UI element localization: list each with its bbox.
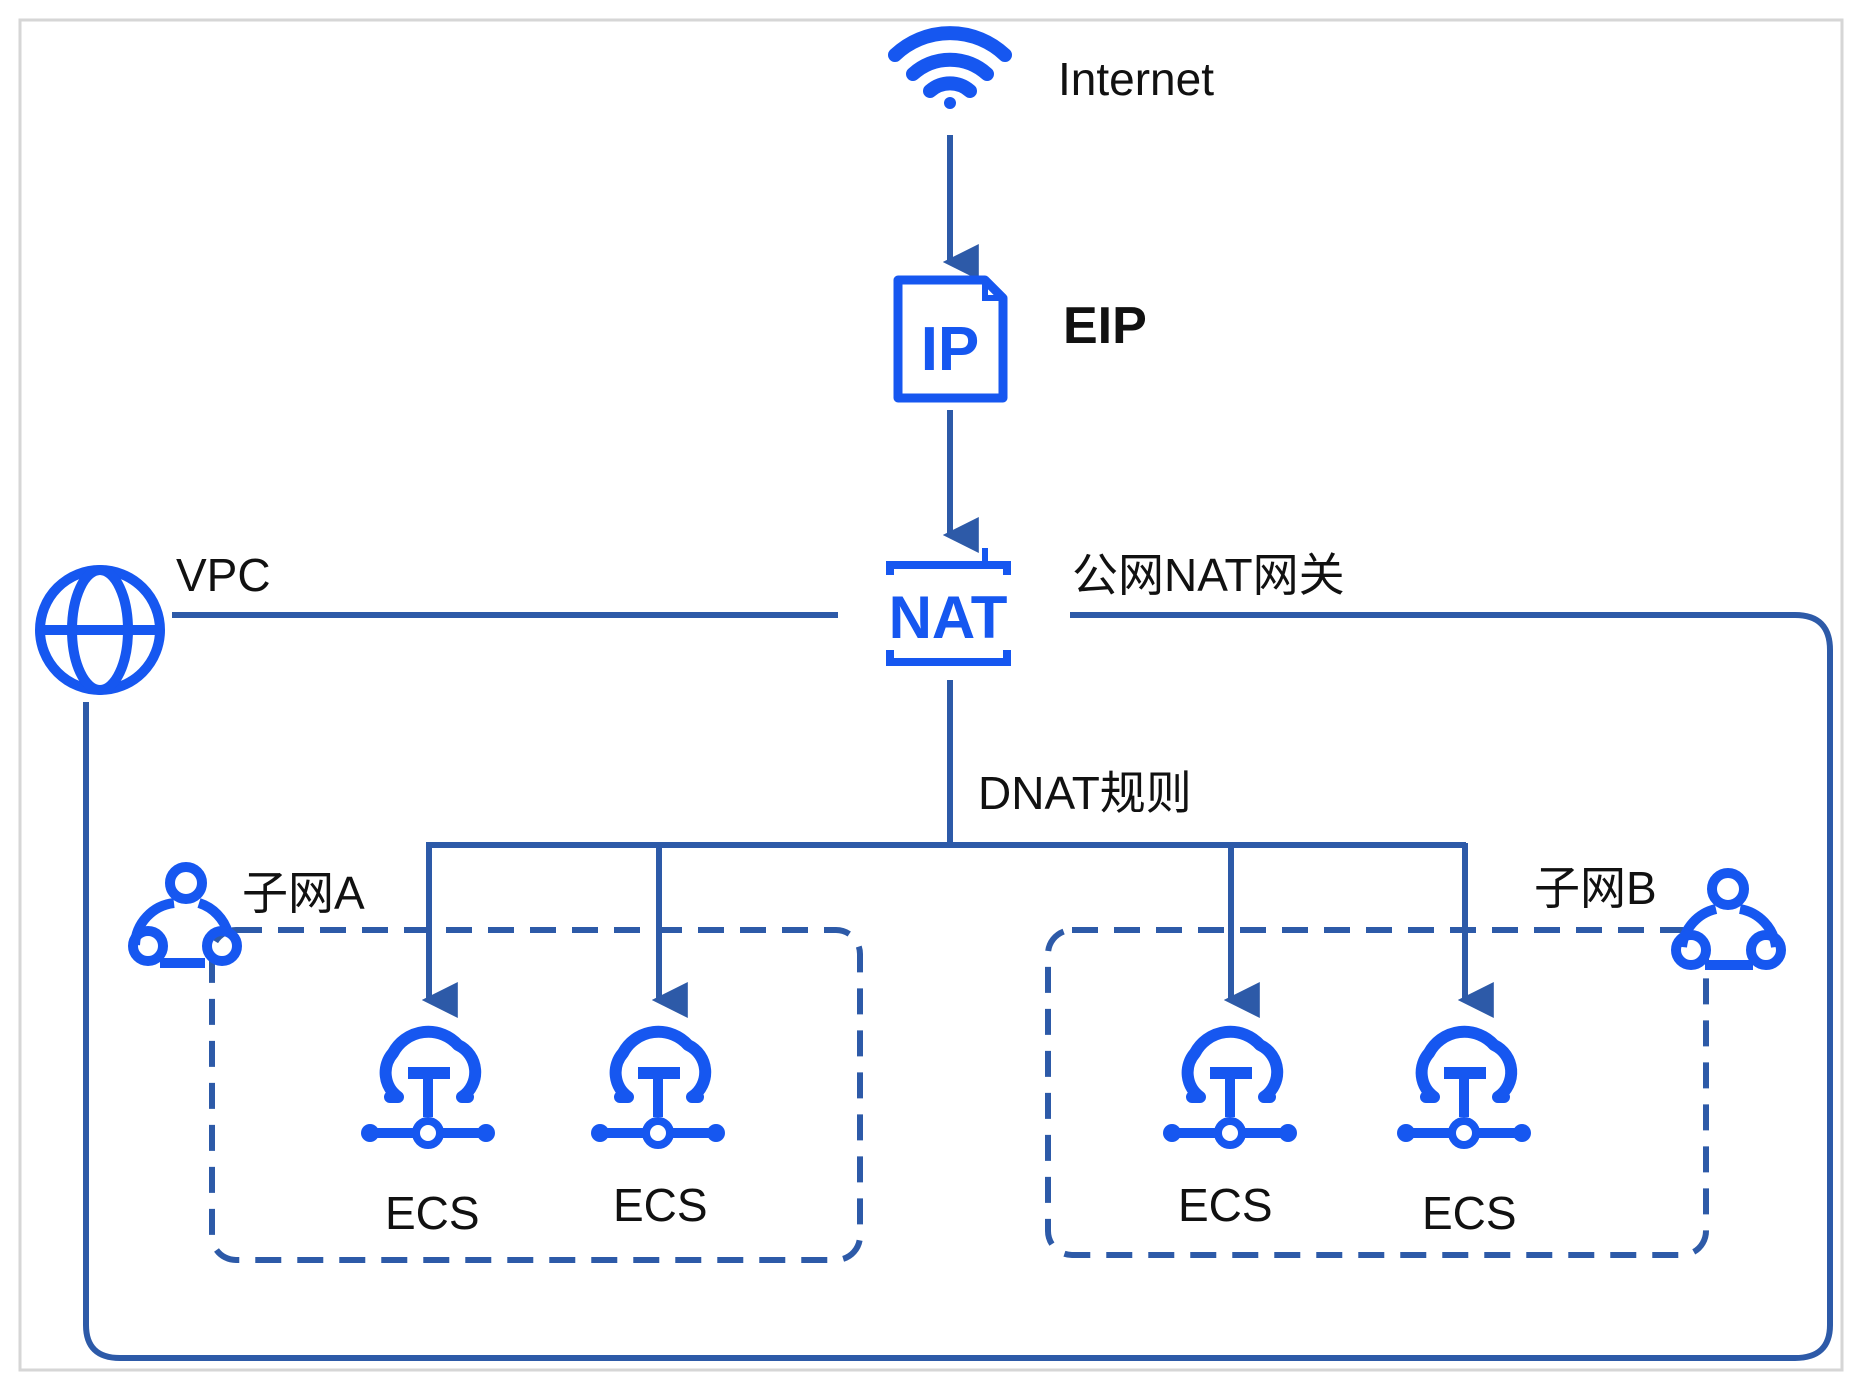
dnat-rule-lines <box>421 680 1494 1018</box>
nat-icon-text: NAT <box>889 584 1008 651</box>
subnet-a-box <box>209 927 863 1263</box>
ip-text: IP <box>921 315 980 384</box>
wifi-icon <box>888 26 1012 109</box>
subnet-b-icon <box>1671 868 1786 970</box>
ecs-label: ECS <box>1422 1187 1517 1239</box>
subnet-b-label: 子网B <box>1534 862 1657 914</box>
subnet-a-label: 子网A <box>242 867 365 919</box>
internet-label: Internet <box>1058 53 1214 105</box>
subnet-a-icon <box>128 862 242 968</box>
cloud-server-icon <box>591 1025 725 1149</box>
eip-label: EIP <box>1063 297 1147 355</box>
subnet-b-box <box>1045 927 1709 1258</box>
nat-gateway-label: 公网NAT网关 <box>1072 549 1345 601</box>
globe-icon <box>35 565 165 695</box>
vpc-label: VPC <box>176 549 271 601</box>
diagram-frame <box>18 18 1844 1372</box>
ip-document-icon: IP <box>893 275 1008 403</box>
cloud-server-icon <box>1163 1025 1297 1149</box>
cloud-server-icon <box>361 1025 495 1149</box>
ecs-label: ECS <box>1178 1179 1273 1231</box>
vpc-boundary <box>83 612 1833 1361</box>
ecs-label: ECS <box>613 1179 708 1231</box>
nat-gateway-icon: NAT <box>886 548 1011 666</box>
cloud-server-icon <box>1397 1025 1531 1149</box>
ecs-label: ECS <box>385 1187 480 1239</box>
dnat-rule-label: DNAT规则 <box>978 767 1192 819</box>
